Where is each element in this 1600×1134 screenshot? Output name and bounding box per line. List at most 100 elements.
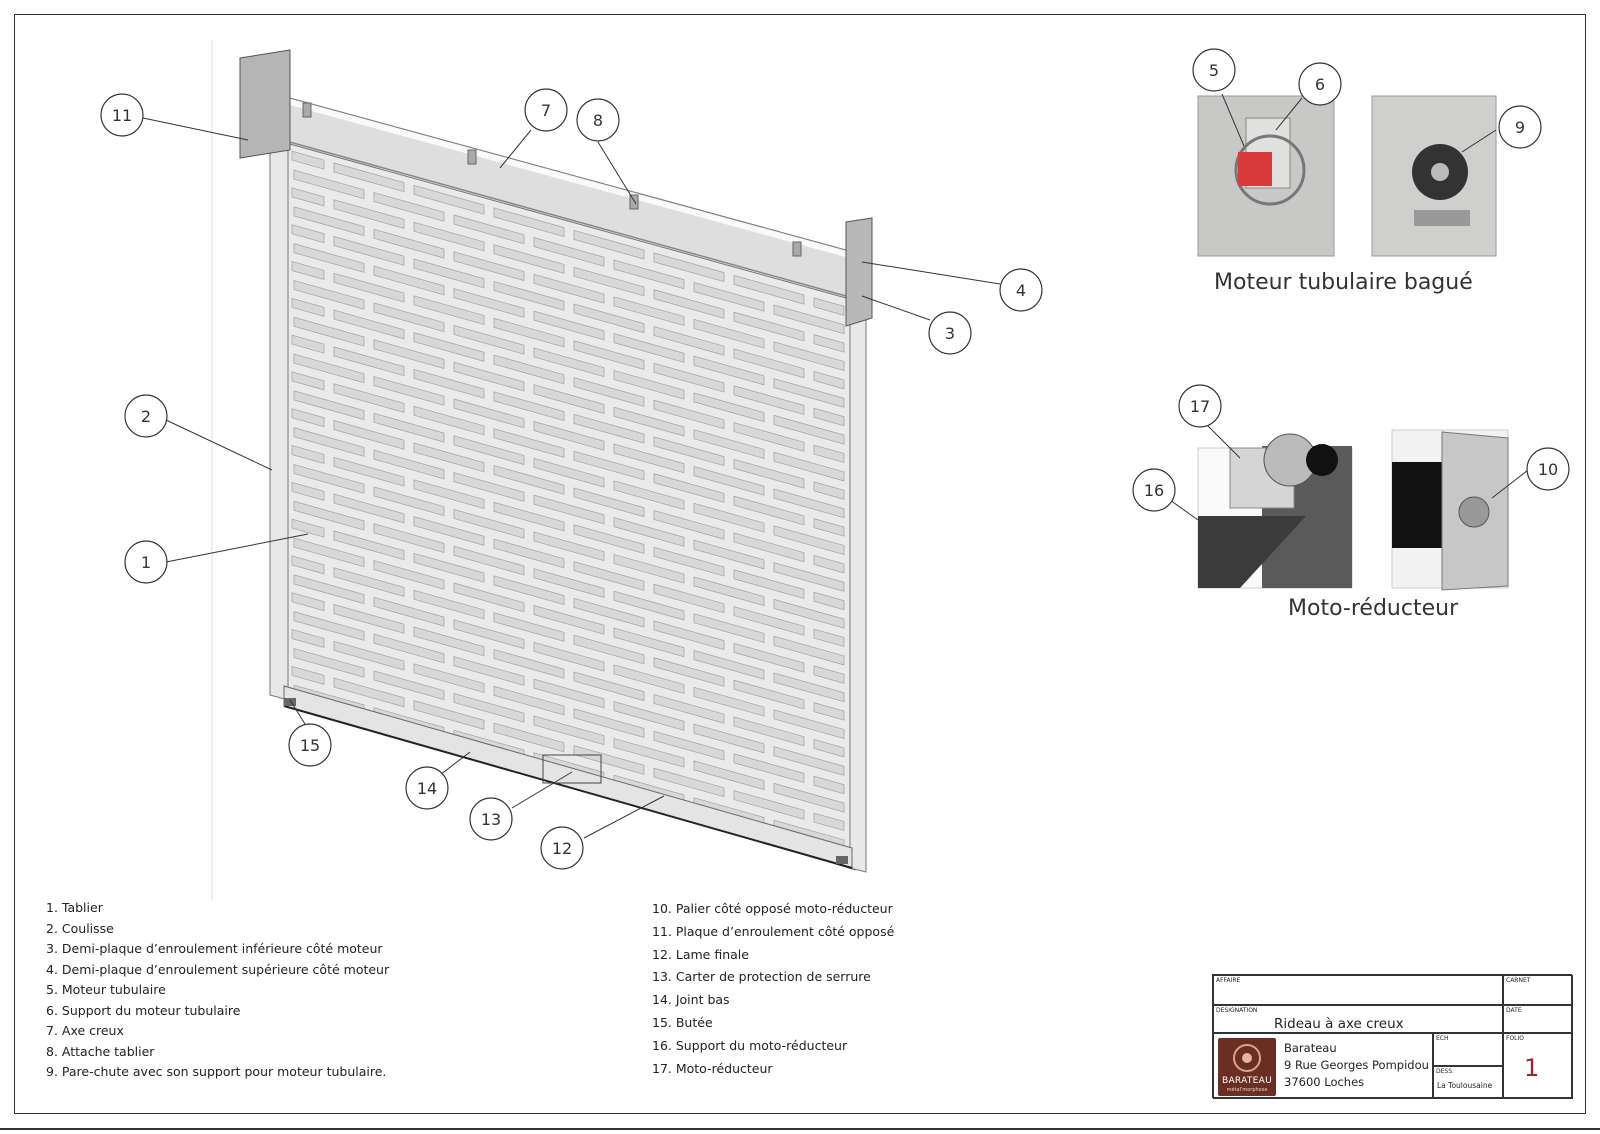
title-block: AFFAIRE CARNET DESIGNATION Rideau à axe … [1212,974,1573,1099]
apron-attachment-4 [792,241,802,257]
slat-perforation [813,297,845,316]
slat-perforation [373,376,445,406]
slat-perforation [453,582,525,613]
slat-perforation [291,444,325,465]
slat-perforation [773,782,845,813]
slat-perforation [613,553,685,584]
callout-circle [1132,468,1176,512]
callout-circle [1192,48,1236,92]
slat-perforation [293,647,365,678]
detail-tubular-motor [1197,95,1497,257]
slat-perforation [653,546,725,577]
slat-perforation [613,480,685,511]
slat-perforation [813,554,845,574]
slat-perforation [813,481,845,500]
slat-perforation [693,613,765,643]
slat-perforation [413,663,485,694]
end-plate-right [845,217,873,327]
slat-perforation [773,488,845,519]
bottom-seal [283,705,853,869]
slat-perforation [413,221,485,252]
slat-perforation [573,266,645,297]
slat-perforation [413,700,485,730]
slat-perforation [693,318,765,349]
slat-perforation [333,162,405,193]
slat-perforation [733,753,805,783]
slat-perforation [333,567,405,597]
tb-dess-value: La Toulousaine [1437,1081,1493,1090]
slat-perforation [613,664,685,695]
slat-perforation [653,583,725,614]
slat-perforation [773,378,845,408]
tb-ech-label: ECH [1436,1035,1449,1042]
slat-perforation [453,656,525,686]
end-plate-left [239,49,291,159]
slat-perforation [493,464,565,495]
slat-perforation [333,493,405,524]
slat-perforation [533,273,605,304]
slat-perforation [453,545,525,576]
slat-perforation [533,237,605,267]
legend-item: 4. Demi-plaque d’enroulement supérieure … [46,961,390,977]
slat-perforation [533,457,605,488]
slat-perforation [573,597,645,628]
legend-item: 12. Lame finale [652,946,749,962]
fall-arrester-bracket [1414,210,1470,226]
logo-text: BARATEAU [1221,1076,1272,1086]
slat-perforation [413,184,485,215]
slat-perforation [653,436,725,467]
slat-perforation [693,392,765,423]
slat-perforation [813,370,845,390]
callout-label: 2 [141,407,151,426]
callout-circle [1498,105,1542,149]
slat-perforation [653,473,725,503]
slat-perforation [333,199,405,229]
callout-circle [999,268,1043,312]
lock-cover [542,754,602,784]
slat-perforation [293,390,365,421]
slat-perforation [613,517,685,547]
slat-perforation [333,272,405,303]
legend-item: 11. Plaque d’enroulement côté opposé [652,923,895,939]
slat-perforation [653,252,725,283]
company-logo: BARATEAU métal'morphose [1218,1038,1276,1096]
callout-label: 1 [141,553,151,572]
callout-circle [1298,62,1342,106]
slat-perforation [573,487,645,518]
slat-perforation [573,413,645,444]
slat-perforation [293,611,365,641]
tb-date-cell: DATE [1503,1005,1573,1033]
slat-perforation [413,589,485,620]
slat-perforation [693,576,765,607]
slat-perforation [333,530,405,561]
slat-perforation [293,206,365,237]
slat-perforation [813,334,845,353]
slat-perforation [773,672,845,703]
slat-perforation [413,368,485,399]
slat-perforation [293,574,365,605]
slat-perforation [693,539,765,570]
slat-perforation [291,665,325,685]
slat-perforation [453,214,525,245]
callout-label: 17 [1190,397,1210,416]
callout-label: 7 [541,101,551,120]
slat-perforation [293,500,365,531]
callout-label: 14 [417,779,437,798]
callout-circle [288,723,332,767]
slat-perforation [613,737,685,768]
company-name: Barateau [1284,1041,1337,1055]
callout-circle [405,766,449,810]
slat-perforation [653,289,725,319]
tb-dess-cell: DESS. La Toulousaine [1433,1066,1503,1099]
slat-perforation [493,354,565,385]
slat-perforation [573,561,645,591]
leader-lines [142,93,1529,839]
slat-perforation [373,265,445,296]
callout-circle [1526,447,1570,491]
slat-perforation [733,495,805,526]
stop-right [836,856,848,864]
slat-perforation [773,598,845,629]
slat-perforation [453,361,525,392]
